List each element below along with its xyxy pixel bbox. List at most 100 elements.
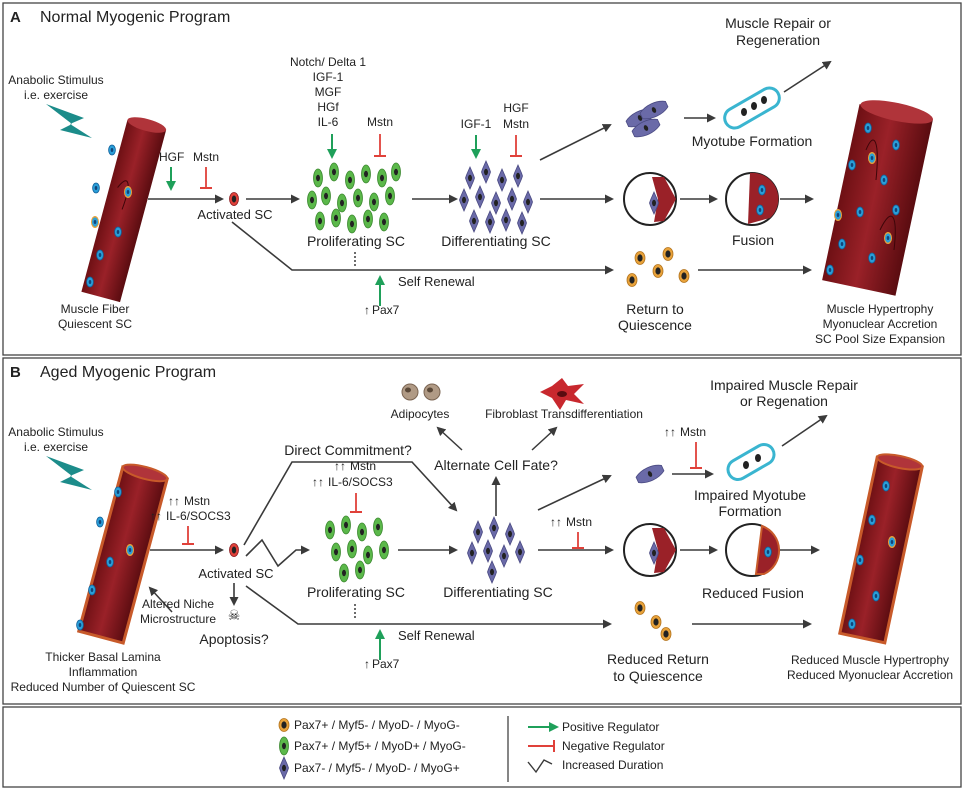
pax7-label: Pax7 <box>372 303 400 317</box>
activated-sc-cell <box>229 192 239 206</box>
legend-zigzag-icon <box>527 759 553 774</box>
legend-purple-cell <box>279 756 289 780</box>
reduced-return-line1: Reduced Return <box>607 651 709 667</box>
pax7-b-label: Pax7 <box>372 657 400 671</box>
legend-marker-1: Pax7+ / Myf5- / MyoD- / MyoG- <box>294 718 460 732</box>
niche-line1: Altered Niche <box>142 597 214 611</box>
differentiating-sc-cluster-b <box>467 516 525 584</box>
outcome-b-2: Reduced Myonuclear Accretion <box>787 668 953 682</box>
reduced-hypertrophy-fiber-icon <box>838 453 924 645</box>
reg1-b-mstn: Mstn <box>184 494 210 508</box>
fusion-label: Fusion <box>732 232 774 248</box>
outcome-b-1: Reduced Muscle Hypertrophy <box>791 653 949 667</box>
legend-positive: Positive Regulator <box>562 720 659 734</box>
aged-fiber-label-1: Thicker Basal Lamina <box>45 650 161 664</box>
reduced-fusion-circle-1 <box>623 523 677 577</box>
stimulus-b-line1: Anabolic Stimulus <box>8 425 103 439</box>
muscle-fiber-icon <box>81 117 167 303</box>
stimulus-line1: Anabolic Stimulus <box>8 73 103 87</box>
reg1-mstn: Mstn <box>193 150 219 164</box>
proliferating-sc-cluster <box>307 162 401 234</box>
activated-sc-cell-b <box>229 543 239 557</box>
myoblast-b <box>633 461 667 487</box>
reg3-b-up: ↑↑ <box>664 425 676 439</box>
activated-sc-b-label: Activated SC <box>198 566 273 581</box>
legend-negative: Negative Regulator <box>562 739 665 753</box>
pax7-b-up: ↑ <box>364 657 370 671</box>
myotube-label: Myotube Formation <box>692 133 813 149</box>
adipocyte-icons <box>401 383 441 401</box>
panel-a: A Normal Myogenic Program Anabolic Stimu… <box>2 2 962 356</box>
panel-b: B Aged Myogenic Program Anabolic Stimulu… <box>2 357 962 705</box>
outcome-a-2: Myonuclear Accretion <box>823 317 938 331</box>
outcome-a-3: SC Pool Size Expansion <box>815 332 945 346</box>
reg2-b-il6: IL-6/SOCS3 <box>328 475 393 489</box>
reg2-pos-2: IGF-1 <box>313 70 344 84</box>
differentiating-sc-b-label: Differentiating SC <box>443 584 552 600</box>
return-line2: Quiescence <box>618 317 692 333</box>
impaired-myotube-line1: Impaired Myotube <box>694 487 806 503</box>
legend-orange-cell <box>278 718 290 732</box>
repair-line2: Regeneration <box>736 32 820 48</box>
aged-fiber-icon <box>76 463 170 645</box>
differentiating-sc-label: Differentiating SC <box>441 233 550 249</box>
myotube-icon <box>723 86 781 130</box>
outcome-a-1: Muscle Hypertrophy <box>827 302 934 316</box>
reg2-b-up: ↑↑ <box>334 459 346 473</box>
fusion-circle-2 <box>725 172 779 226</box>
reduced-quiescent-cells <box>634 601 672 641</box>
impaired-repair-line2: or Regenation <box>740 393 828 409</box>
fiber-label-1: Muscle Fiber <box>61 302 130 316</box>
proliferating-sc-cluster-b <box>325 515 389 583</box>
skull-icon: ☠ <box>228 607 241 623</box>
niche-line2: Microstructure <box>140 612 216 626</box>
reg2-b-up2: ↑↑ <box>312 475 324 489</box>
reg2-pos-5: IL-6 <box>318 115 339 129</box>
myoblast-cells <box>623 97 671 141</box>
fibroblast-label: Fibroblast Transdifferentiation <box>485 407 643 421</box>
reduced-fusion-circle-2 <box>725 523 781 577</box>
stimulus-b-line2: i.e. exercise <box>24 440 88 454</box>
reduced-fusion-label: Reduced Fusion <box>702 585 804 601</box>
aged-fiber-label-3: Reduced Number of Quiescent SC <box>11 680 196 694</box>
reg2-pos-3: MGF <box>315 85 342 99</box>
reg2-pos-1: Notch/ Delta 1 <box>290 55 366 69</box>
alternate-fate-label: Alternate Cell Fate? <box>434 457 558 473</box>
reg1-b-il6: IL-6/SOCS3 <box>166 509 231 523</box>
reg1-b-up2: ↑↑ <box>150 509 162 523</box>
reg4-up: ↑↑ <box>550 515 562 529</box>
apoptosis-label: Apoptosis? <box>199 631 268 647</box>
quiescent-cells <box>626 247 690 287</box>
stimulus-line2: i.e. exercise <box>24 88 88 102</box>
panel-a-title: Normal Myogenic Program <box>40 9 230 26</box>
pax7-up-arrow: ↑ <box>364 303 370 317</box>
reg1-b-up: ↑↑ <box>168 494 180 508</box>
legend-increased: Increased Duration <box>562 758 663 772</box>
self-renewal-label: Self Renewal <box>398 274 475 289</box>
direct-commitment-label: Direct Commitment? <box>284 442 412 458</box>
legend-marker-2: Pax7+ / Myf5+ / MyoD+ / MyoG- <box>294 739 466 753</box>
panel-a-letter: A <box>10 9 21 26</box>
self-renewal-b-label: Self Renewal <box>398 628 475 643</box>
differentiating-sc-cluster <box>459 160 533 235</box>
reg1-hgf: HGF <box>159 150 184 164</box>
reg3-b-mstn: Mstn <box>680 425 706 439</box>
reg2-neg: Mstn <box>367 115 393 129</box>
lightning-icon-b <box>46 456 92 490</box>
return-line1: Return to <box>626 301 684 317</box>
fusion-circle-1 <box>623 172 677 226</box>
proliferating-sc-b-label: Proliferating SC <box>307 584 405 600</box>
adipocytes-label: Adipocytes <box>391 407 450 421</box>
proliferating-sc-label: Proliferating SC <box>307 233 405 249</box>
reg3-igf1: IGF-1 <box>461 117 492 131</box>
reg4-mstn: Mstn <box>566 515 592 529</box>
reg2-pos-4: HGf <box>317 100 339 114</box>
reduced-return-line2: to Quiescence <box>613 668 703 684</box>
reg3-hgf: HGF <box>503 101 528 115</box>
fibroblast-icon <box>540 378 584 410</box>
reg2-b-mstn: Mstn <box>350 459 376 473</box>
impaired-myotube-icon <box>726 443 776 481</box>
reg3-mstn: Mstn <box>503 117 529 131</box>
legend-green-cell <box>279 736 289 756</box>
